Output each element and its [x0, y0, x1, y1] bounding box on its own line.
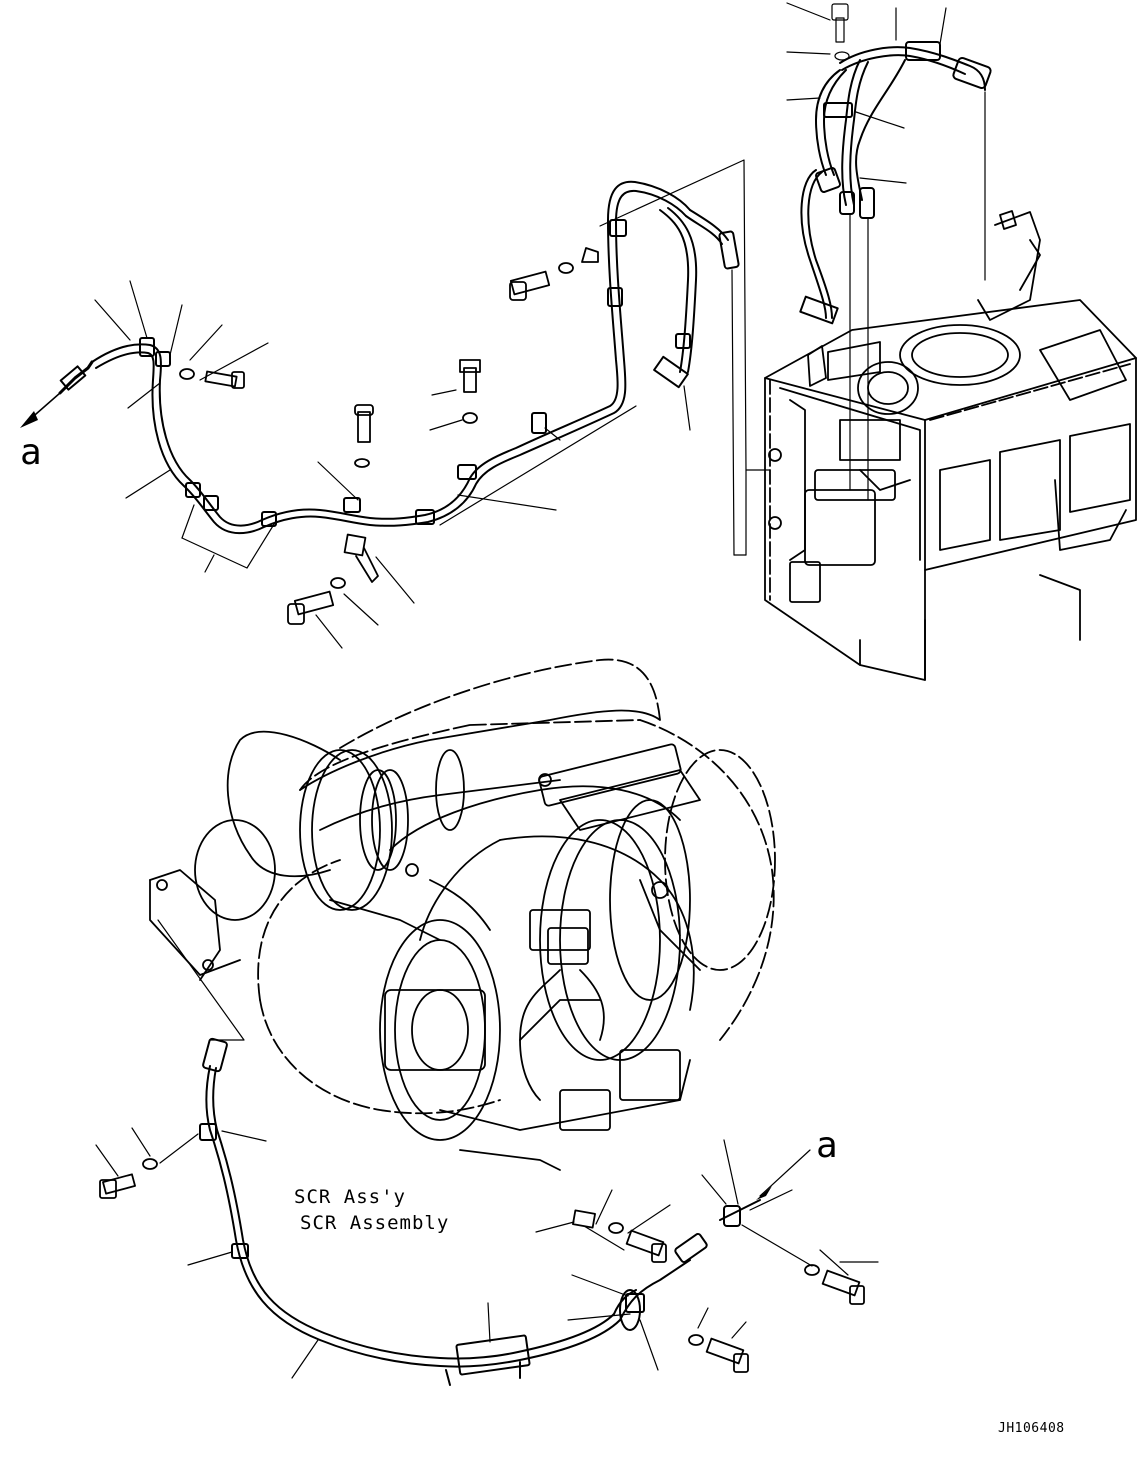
scr-assembly — [150, 660, 775, 1170]
lower-leaders — [96, 920, 878, 1378]
upper-right-leaders — [787, 3, 985, 500]
assembly-label-line2: SCR Assembly — [300, 1212, 449, 1234]
upper-left-leaders — [95, 160, 770, 648]
assembly-label-line1: SCR Ass'y — [294, 1186, 406, 1208]
urea-tank — [765, 211, 1136, 680]
ref-marker-a-bottom: a — [816, 1125, 838, 1166]
lower-fasteners — [100, 1159, 864, 1372]
lower-harness — [200, 1038, 760, 1385]
upper-right-harness — [800, 42, 991, 323]
ref-marker-a-top: a — [20, 432, 42, 473]
upper-left-fasteners — [180, 248, 598, 624]
upper-left-harness — [20, 182, 739, 533]
figure-id: JH106408 — [998, 1421, 1065, 1436]
